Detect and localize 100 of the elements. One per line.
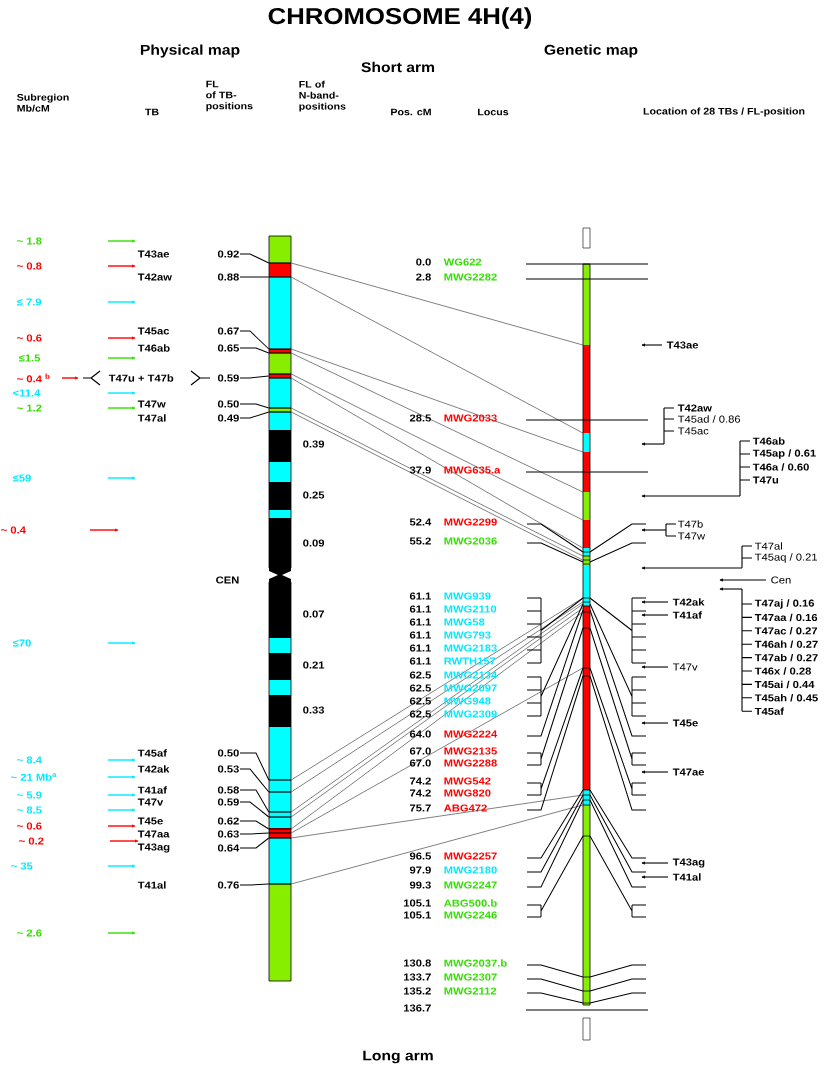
- chromosome-bar: [268, 235, 292, 982]
- locus-name: MWG2037.b: [444, 959, 507, 967]
- fl-value: 0.92: [217, 250, 239, 258]
- tb-location-label: T45ad / 0.86: [677, 415, 741, 423]
- band-position: CEN: [216, 576, 239, 584]
- tb-location-label: T45ap / 0.61: [752, 449, 816, 459]
- tb-location-label: T47aj / 0.16: [754, 599, 815, 609]
- column-header: Locus: [478, 108, 509, 116]
- position-value: 67.0: [409, 747, 431, 755]
- tb-location-label: T45af: [754, 707, 784, 715]
- tb-location-label: T45aq / 0.21: [754, 553, 818, 563]
- connector-line: [290, 352, 584, 493]
- position-value: 64.0: [409, 730, 431, 738]
- fl-value: 0.62: [217, 817, 239, 825]
- connector-line: [290, 377, 584, 549]
- tb-location-label: T42aw: [677, 404, 712, 412]
- leader-line: [239, 768, 270, 793]
- connector-line: [290, 667, 584, 834]
- position-value: 136.7: [404, 1004, 431, 1012]
- leader-line: [239, 347, 270, 354]
- position-value: 61.1: [409, 657, 431, 665]
- tb-location-label: T46a / 0.60: [752, 463, 809, 471]
- position-value: 62.5: [409, 671, 431, 679]
- position-value: 37.9: [409, 466, 431, 474]
- fl-value: 0.65: [217, 344, 239, 352]
- subregion-value: ~ 1.2: [17, 404, 42, 412]
- leader-line: [239, 276, 270, 278]
- position-value: 2.8: [416, 273, 431, 281]
- tb-label: T43ag: [137, 843, 170, 853]
- locus-name: MWG542: [444, 777, 491, 785]
- tb-label: T41af: [137, 786, 167, 794]
- locus-name: MWG2309: [444, 710, 497, 718]
- fl-value: 0.50: [217, 749, 239, 757]
- locus-name: MWG793: [444, 631, 491, 639]
- tb-label: T47v: [137, 798, 164, 806]
- tb-label: T47w: [137, 400, 166, 408]
- arm-label: Long arm: [363, 1050, 433, 1064]
- locus-name: MWG2282: [444, 273, 497, 281]
- column-header: FL of N-band-positions: [299, 80, 346, 112]
- tb-location-label: T41af: [672, 611, 702, 619]
- subregion-value: ~ 0.4: [1, 526, 26, 534]
- position-value: 133.7: [404, 973, 431, 981]
- band-position: 0.33: [303, 706, 325, 714]
- position-value: 61.1: [409, 592, 431, 600]
- locus-name: MWG2033: [444, 414, 497, 422]
- leader-line: [239, 820, 270, 830]
- subregion-value: ~ 1.8: [17, 237, 42, 245]
- locus-name: MWG2112: [444, 987, 497, 995]
- band-position: 0.09: [303, 539, 325, 547]
- section-heading: Genetic map: [544, 44, 638, 58]
- leader-line: [239, 801, 270, 818]
- position-value: 97.9: [409, 866, 431, 874]
- subregion-value: ≤70: [12, 639, 31, 647]
- connector-line: [290, 262, 584, 346]
- tb-label: T42aw: [137, 273, 172, 281]
- locus-name: MWG635.a: [444, 466, 501, 474]
- position-value: 52.4: [409, 518, 432, 526]
- arm-label: Short arm: [361, 61, 435, 73]
- tb-location-label: T45ac: [677, 427, 709, 435]
- tb-location-label: T47ac / 0.27: [754, 627, 818, 635]
- leader-line: [239, 832, 270, 835]
- locus-name: WG622: [443, 258, 482, 266]
- subregion-value: ≤1.5: [18, 354, 41, 362]
- locus-name: MWG2036: [444, 537, 497, 545]
- position-value: 0.0: [416, 258, 431, 266]
- connector-line: [290, 276, 584, 434]
- band-position: 0.21: [303, 661, 325, 669]
- position-value: 28.5: [409, 414, 431, 422]
- leader-line: [239, 789, 270, 813]
- tb-label: T45e: [137, 817, 163, 825]
- tb-label: T45af: [137, 749, 167, 757]
- locus-name: MWG2135: [444, 747, 497, 755]
- band-position: 0.39: [303, 440, 325, 448]
- tb-location-label: T47al: [754, 542, 782, 550]
- position-value: 74.2: [410, 789, 431, 797]
- fl-value: 0.50: [217, 400, 239, 408]
- leader-line: [239, 330, 270, 350]
- leader-line: [239, 403, 270, 409]
- tb-location-label: T47v: [672, 663, 698, 671]
- locus-name: MWG2288: [444, 759, 497, 767]
- tb-location-label: T45e: [672, 719, 698, 727]
- tb-location-label: T47u: [752, 476, 779, 484]
- position-value: 61.1: [409, 605, 431, 613]
- band-position: 0.25: [303, 491, 325, 499]
- fl-value: 0.67: [217, 327, 239, 335]
- position-value: 105.1: [404, 899, 431, 907]
- position-value: 62.5: [409, 684, 431, 692]
- leader-line: [239, 411, 270, 419]
- tb-location-label: T46ah / 0.27: [754, 640, 818, 648]
- locus-name: MWG2246: [444, 911, 497, 919]
- tb-location-label: T47ab / 0.27: [754, 653, 818, 662]
- tb-label: T47u + T47b: [108, 374, 174, 382]
- tb-label: T43ae: [137, 250, 170, 258]
- connector-line: [290, 373, 584, 521]
- fl-value: 0.88: [217, 273, 239, 281]
- locus-name: MWG948: [444, 697, 491, 705]
- leader-line: [239, 253, 270, 264]
- column-header: TB: [145, 108, 159, 116]
- fl-value: 0.76: [217, 881, 239, 889]
- leader-line: [239, 883, 270, 886]
